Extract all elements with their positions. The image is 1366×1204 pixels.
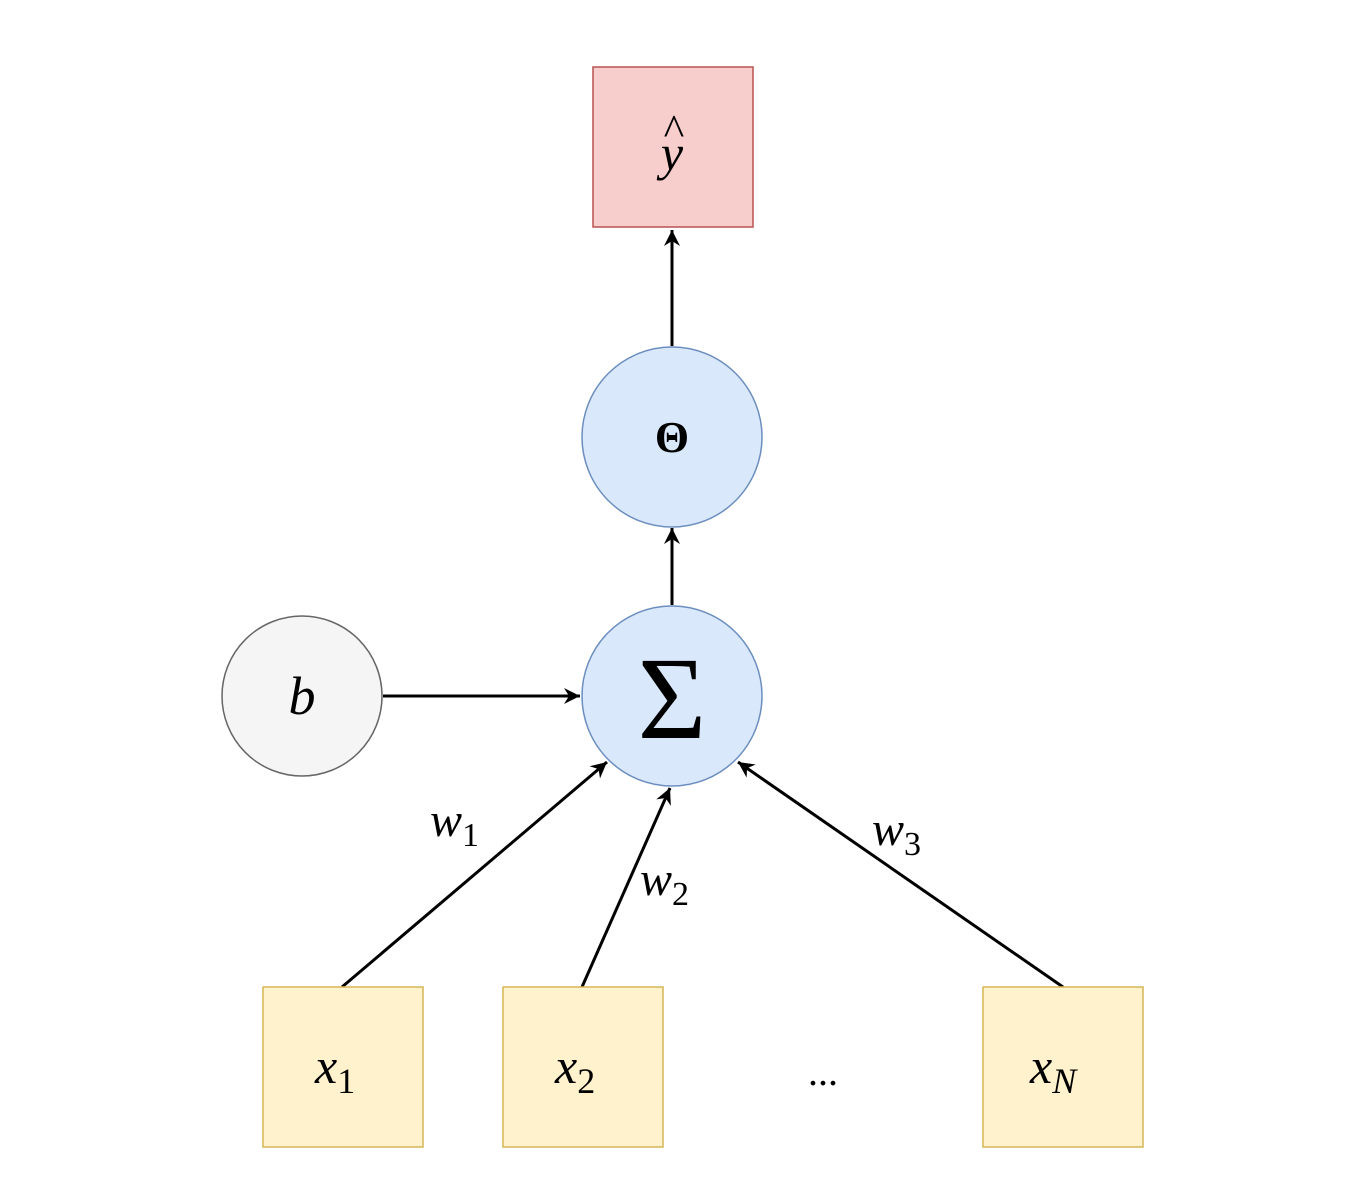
output-box (592, 66, 754, 228)
bias-circle (221, 615, 383, 777)
weight-labels: w1 w2 w3 (430, 794, 921, 913)
input-label-x1: x1 (314, 1038, 355, 1101)
input-node-xn: xN (982, 986, 1144, 1148)
weight-label-w2: w2 (640, 853, 689, 913)
input-node-x2: x2 (502, 986, 664, 1148)
weight-label-w1: w1 (430, 794, 479, 854)
input-label-x2: x2 (554, 1038, 595, 1101)
edge-x1-to-sum (341, 760, 608, 989)
input-node-x1: x1 (262, 986, 424, 1148)
edge-xn-to-sum (737, 760, 1064, 989)
weight-label-w3: w3 (872, 803, 921, 863)
summation-node: Σ (581, 605, 763, 787)
activation-circle (581, 346, 763, 528)
edge-x2-to-sum (580, 787, 672, 988)
input-box-x1 (262, 986, 424, 1148)
output-label: y (656, 125, 684, 181)
input-box-xn (982, 986, 1144, 1148)
input-label-xn: xN (1029, 1038, 1078, 1101)
edges (341, 230, 1064, 989)
input-box-x2 (502, 986, 664, 1148)
bias-label: b (289, 666, 316, 726)
input-ellipsis: ... (808, 1049, 838, 1094)
bias-node: b (221, 615, 383, 777)
activation-node: Θ (581, 346, 763, 528)
summation-circle (581, 605, 763, 787)
output-node: y ^ (592, 66, 754, 228)
activation-label: Θ (655, 413, 689, 462)
summation-label: Σ (638, 633, 707, 764)
output-hat-accent: ^ (664, 106, 685, 155)
